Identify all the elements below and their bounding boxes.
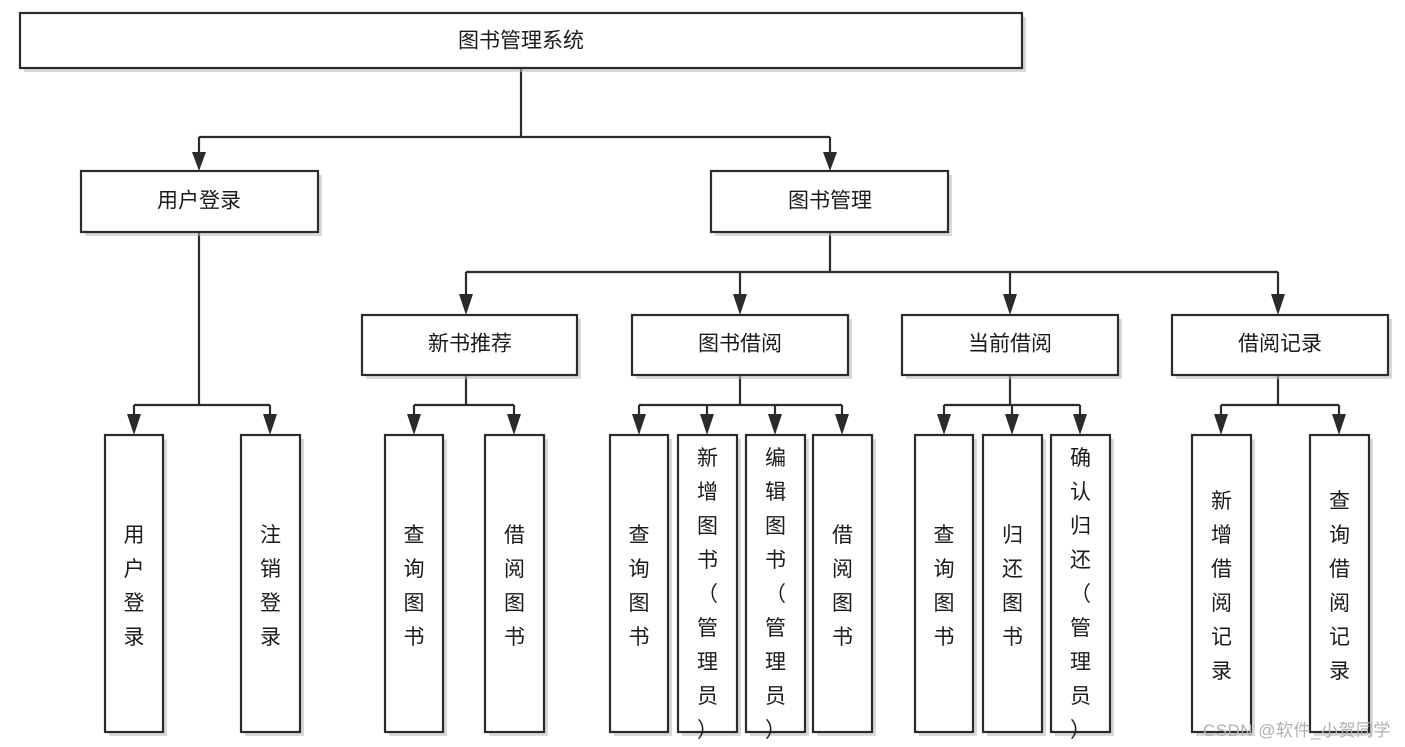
- arrowhead-borrow-edit: [768, 414, 782, 435]
- leaf-node-6-box[interactable]: [744, 433, 807, 734]
- arrowhead-book-mgmt: [823, 152, 837, 171]
- arrowhead-newbook-borrow: [507, 414, 521, 435]
- leaf-node-11-label: 新增借阅记录: [1211, 490, 1232, 683]
- leaf-node-layer: 用户登录 注销登录 查询图书 借阅图书 查询图书 新增图书（管理员） 编辑图书（管理员） 借阅…: [103, 433, 1373, 742]
- leaf-node-1-label: 注销登录: [260, 524, 281, 649]
- leaf-node-8-box[interactable]: [913, 433, 975, 734]
- leaf-node-7-label: 借阅图书: [832, 524, 853, 649]
- node-user-login[interactable]: 用户登录: [79, 169, 322, 236]
- arrowhead-borrow-query: [632, 414, 646, 435]
- node-current-borrow-label: 当前借阅: [968, 333, 1052, 356]
- arrowhead-record: [1271, 294, 1285, 315]
- leaf-node-10-label: 确认归还（管理员）: [1070, 447, 1091, 742]
- leaf-node-8[interactable]: 查询图书: [913, 433, 977, 736]
- arrowhead-leaf-user-login: [127, 414, 141, 435]
- arrowhead-current-query: [937, 414, 951, 435]
- leaf-node-0-box[interactable]: [103, 433, 165, 734]
- node-root-label: 图书管理系统: [458, 30, 584, 53]
- leaf-node-12-box[interactable]: [1308, 433, 1371, 734]
- node-root-box[interactable]: [18, 11, 1024, 70]
- leaf-node-10-box[interactable]: [1049, 433, 1112, 734]
- node-new-book-recommend[interactable]: 新书推荐: [360, 313, 581, 379]
- leaf-node-11-box[interactable]: [1190, 433, 1253, 734]
- leaf-node-4-box[interactable]: [608, 433, 670, 734]
- leaf-node-0-label: 用户登录: [124, 524, 145, 649]
- leaf-node-12[interactable]: 查询借阅记录: [1308, 433, 1373, 736]
- leaf-node-8-label: 查询图书: [934, 524, 955, 649]
- leaf-node-6-label: 编辑图书（管理员）: [765, 447, 786, 742]
- node-book-borrow-box[interactable]: [630, 313, 850, 377]
- leaf-node-3[interactable]: 借阅图书: [483, 433, 548, 736]
- arrowhead-record-add: [1214, 414, 1228, 435]
- arrowhead-borrow: [733, 294, 747, 315]
- leaf-node-11[interactable]: 新增借阅记录: [1190, 433, 1255, 736]
- node-root[interactable]: 图书管理系统: [18, 11, 1026, 72]
- node-borrow-record-label: 借阅记录: [1238, 333, 1322, 356]
- node-book-borrow-label: 图书借阅: [698, 333, 782, 356]
- csdn-watermark: CSDN @软件_小贺同学: [1202, 721, 1391, 740]
- node-new-book-recommend-box[interactable]: [360, 313, 579, 377]
- leaf-node-5-box[interactable]: [676, 433, 739, 734]
- node-book-borrow[interactable]: 图书借阅: [630, 313, 852, 379]
- arrowhead-user-login: [192, 152, 206, 171]
- arrowhead-newbook-query: [407, 414, 421, 435]
- arrowhead-record-query: [1332, 414, 1346, 435]
- arrowhead-current-return: [1005, 414, 1019, 435]
- leaf-node-9-box[interactable]: [981, 433, 1044, 734]
- node-borrow-record-box[interactable]: [1170, 313, 1390, 377]
- leaf-node-1-box[interactable]: [239, 433, 302, 734]
- node-book-management-label: 图书管理: [788, 190, 872, 213]
- leaf-node-4[interactable]: 查询图书: [608, 433, 672, 736]
- leaf-node-3-label: 借阅图书: [504, 524, 525, 649]
- leaf-node-1[interactable]: 注销登录: [239, 433, 304, 736]
- leaf-node-2-box[interactable]: [383, 433, 445, 734]
- leaf-node-2[interactable]: 查询图书: [383, 433, 447, 736]
- arrowhead-leaf-logout: [263, 414, 277, 435]
- leaf-node-0[interactable]: 用户登录: [103, 433, 167, 736]
- leaf-node-5-label: 新增图书（管理员）: [697, 447, 718, 742]
- leaf-node-12-label: 查询借阅记录: [1329, 490, 1350, 683]
- arrowhead-new-book: [459, 294, 473, 315]
- leaf-node-7-box[interactable]: [811, 433, 874, 734]
- leaf-node-9[interactable]: 归还图书: [981, 433, 1046, 736]
- leaf-node-10[interactable]: 确认归还（管理员）: [1049, 433, 1114, 742]
- node-new-book-recommend-label: 新书推荐: [428, 333, 512, 356]
- leaf-node-4-label: 查询图书: [629, 524, 650, 649]
- node-user-login-box[interactable]: [79, 169, 320, 234]
- leaf-node-6[interactable]: 编辑图书（管理员）: [744, 433, 809, 742]
- node-book-management[interactable]: 图书管理: [709, 169, 952, 236]
- leaf-node-9-label: 归还图书: [1002, 524, 1023, 649]
- arrowhead-borrow-lend: [835, 414, 849, 435]
- leaf-node-7[interactable]: 借阅图书: [811, 433, 876, 736]
- leaf-node-3-box[interactable]: [483, 433, 546, 734]
- arrowhead-borrow-add: [700, 414, 714, 435]
- arrowhead-current: [1003, 294, 1017, 315]
- node-book-management-box[interactable]: [709, 169, 950, 234]
- node-user-login-label: 用户登录: [157, 190, 241, 213]
- connector-layer: [127, 68, 1346, 435]
- node-current-borrow[interactable]: 当前借阅: [900, 313, 1122, 379]
- arrowhead-current-confirm: [1073, 414, 1087, 435]
- node-current-borrow-box[interactable]: [900, 313, 1120, 377]
- node-borrow-record[interactable]: 借阅记录: [1170, 313, 1392, 379]
- leaf-node-2-label: 查询图书: [404, 524, 425, 649]
- leaf-node-5[interactable]: 新增图书（管理员）: [676, 433, 741, 742]
